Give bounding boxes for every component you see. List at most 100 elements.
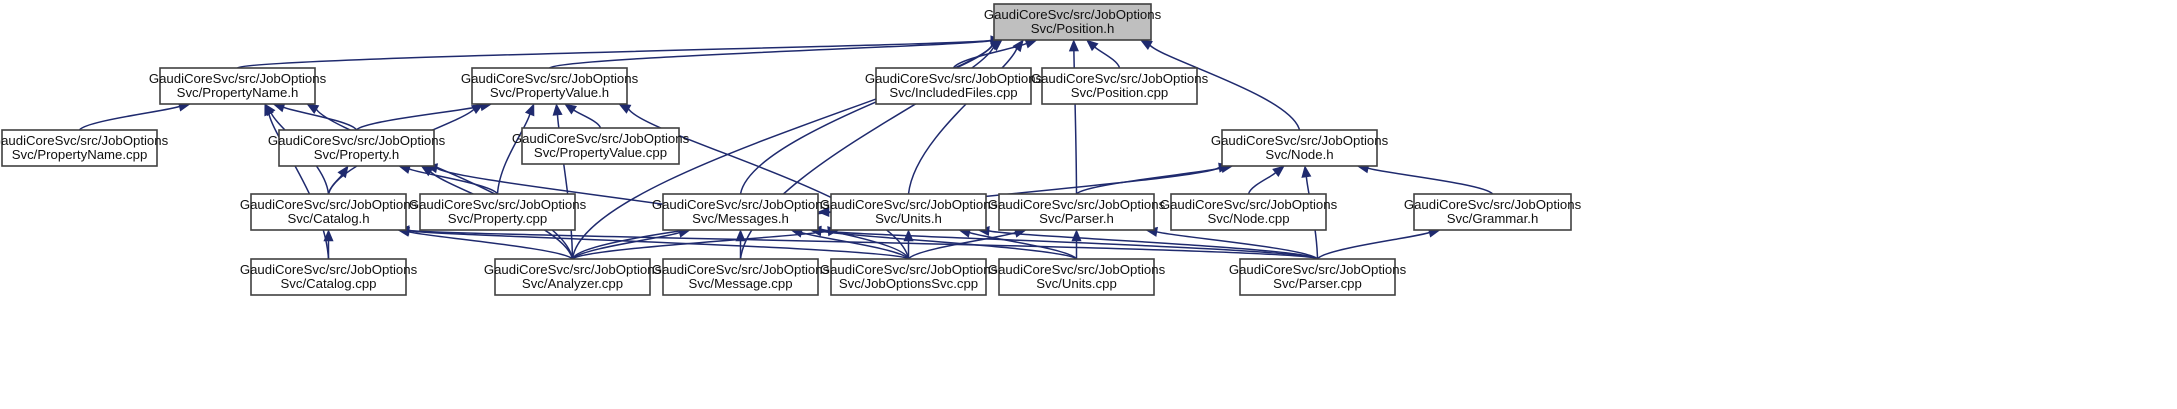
node-box[interactable] [662,258,819,296]
graph-node-position-cpp[interactable]: GaudiCoreSvc/src/JobOptionsSvc/Position.… [1031,67,1209,105]
dependency-edge [1367,167,1494,195]
dependency-arrowhead [264,103,274,117]
node-box[interactable] [998,193,1155,231]
dependency-edge [236,39,992,69]
node-box[interactable] [250,258,407,296]
node-label-line2: Svc/PropertyValue.cpp [534,145,667,160]
dependency-edge [355,105,482,131]
graph-node-propertyvalue-h[interactable]: GaudiCoreSvc/src/JobOptionsSvc/PropertyV… [461,67,639,105]
graph-node-parser-cpp[interactable]: GaudiCoreSvc/src/JobOptionsSvc/Parser.cp… [1229,258,1407,296]
node-label-line1: GaudiCoreSvc/src/JobOptions [652,197,830,212]
dependency-arrowhead [1301,165,1312,178]
node-label-line2: Svc/Position.h [1031,21,1115,36]
dependency-arrowhead [323,229,334,242]
node-label-line2: Svc/Units.h [875,211,942,226]
graph-node-propertyname-h[interactable]: GaudiCoreSvc/src/JobOptionsSvc/PropertyN… [149,67,327,105]
node-label-line1: GaudiCoreSvc/src/JobOptions [240,197,418,212]
node-layer: GaudiCoreSvc/src/JobOptions Svc/Position.… [0,3,1582,296]
node-box[interactable] [1170,193,1327,231]
dependency-arrowhead [337,165,349,179]
node-label-line1: GaudiCoreSvc/src/JobOptions [512,131,690,146]
node-box[interactable] [1413,193,1572,231]
node-label-line2: Svc/Catalog.h [287,211,369,226]
graph-node-node-cpp[interactable]: GaudiCoreSvc/src/JobOptionsSvc/Node.cpp [1160,193,1338,231]
node-box[interactable] [1041,67,1198,105]
node-label-line2: Svc/PropertyValue.h [490,85,609,100]
node-box[interactable] [521,127,680,165]
dependency-arrowhead [990,39,1003,52]
node-label-line1: GaudiCoreSvc/src/JobOptions [1160,197,1338,212]
dependency-arrowhead [1086,39,1099,52]
dependency-edge [573,109,602,129]
node-label-line1: GaudiCoreSvc/src/JobOptions [0,133,169,148]
node-box[interactable] [998,258,1155,296]
graph-node-catalog-h[interactable]: GaudiCoreSvc/src/JobOptionsSvc/Catalog.h [240,193,418,231]
node-label-line1: GaudiCoreSvc/src/JobOptions [461,71,639,86]
dependency-edge [408,231,574,260]
dependency-edge [1316,231,1430,260]
node-box[interactable] [993,3,1152,41]
dependency-arrowhead [1139,39,1153,50]
graph-node-node-h[interactable]: GaudiCoreSvc/src/JobOptionsSvc/Node.h [1211,129,1389,167]
dependency-arrowhead [1071,229,1082,242]
node-box[interactable] [830,193,987,231]
graph-node-analyzer-cpp[interactable]: GaudiCoreSvc/src/JobOptionsSvc/Analyzer.… [484,258,662,296]
graph-node-catalog-cpp[interactable]: GaudiCoreSvc/src/JobOptionsSvc/Catalog.c… [240,258,418,296]
dependency-edge [1156,231,1319,260]
graph-node-property-cpp[interactable]: GaudiCoreSvc/src/JobOptionsSvc/Property.… [409,193,587,231]
dependency-arrowhead [1012,39,1024,53]
dependency-arrowhead [618,103,632,114]
node-box[interactable] [278,129,435,167]
graph-node-messages-h[interactable]: GaudiCoreSvc/src/JobOptionsSvc/Messages.… [652,193,830,231]
node-label-line1: GaudiCoreSvc/src/JobOptions [409,197,587,212]
dependency-edge [1247,172,1277,195]
node-label-line2: Svc/IncludedFiles.cpp [889,85,1017,100]
graph-node-position-h[interactable]: GaudiCoreSvc/src/JobOptionsSvc/Position.… [984,3,1162,41]
graph-node-parser-h[interactable]: GaudiCoreSvc/src/JobOptionsSvc/Parser.h [988,193,1166,231]
dependency-edge [907,231,1016,260]
node-box[interactable] [494,258,651,296]
node-box[interactable] [250,193,407,231]
node-label-line2: Svc/Node.cpp [1207,211,1289,226]
dependency-edge [988,230,1319,260]
graph-node-property-h[interactable]: GaudiCoreSvc/src/JobOptionsSvc/Property.… [268,129,446,167]
dependency-edge [409,168,499,195]
graph-node-units-cpp[interactable]: GaudiCoreSvc/src/JobOptionsSvc/Units.cpp [988,258,1166,296]
node-label-line1: GaudiCoreSvc/src/JobOptions [820,262,998,277]
node-label-line1: GaudiCoreSvc/src/JobOptions [988,197,1166,212]
node-label-line1: GaudiCoreSvc/src/JobOptions [988,262,1166,277]
dependency-edge [1149,44,1301,131]
node-box[interactable] [1,129,158,167]
dependency-edge [283,106,358,131]
node-label-line2: Svc/Parser.cpp [1273,276,1362,291]
graph-node-joboptionssvc-cpp[interactable]: GaudiCoreSvc/src/JobOptionsSvc/JobOption… [820,258,998,296]
node-box[interactable] [159,67,316,105]
dependency-edge [408,229,910,260]
node-label-line1: GaudiCoreSvc/src/JobOptions [1031,71,1209,86]
node-label-line2: Svc/Grammar.h [1447,211,1539,226]
node-box[interactable] [662,193,819,231]
node-box[interactable] [830,258,987,296]
graph-node-propertyname-cpp[interactable]: GaudiCoreSvc/src/JobOptionsSvc/PropertyN… [0,129,169,167]
dependency-edge [1073,50,1078,195]
dependency-edge [327,174,343,195]
graph-node-grammar-h[interactable]: GaudiCoreSvc/src/JobOptionsSvc/Grammar.h [1404,193,1582,231]
graph-node-includedfiles-cpp[interactable]: GaudiCoreSvc/src/JobOptionsSvc/IncludedF… [865,67,1043,105]
dependency-edge [78,105,180,131]
graph-node-units-h[interactable]: GaudiCoreSvc/src/JobOptionsSvc/Units.h [820,193,998,231]
graph-node-propertyvalue-cpp[interactable]: GaudiCoreSvc/src/JobOptionsSvc/PropertyV… [512,127,690,165]
dependency-edge [820,229,1319,260]
node-box[interactable] [1221,129,1378,167]
node-box[interactable] [875,67,1032,105]
dependency-edge [820,230,1078,260]
node-box[interactable] [1239,258,1396,296]
node-box[interactable] [471,67,628,105]
node-box[interactable] [419,193,576,231]
node-label-line2: Svc/Parser.h [1039,211,1114,226]
graph-node-message-cpp[interactable]: GaudiCoreSvc/src/JobOptionsSvc/Message.c… [652,258,830,296]
node-label-line2: Svc/Catalog.cpp [280,276,376,291]
dependency-edge [496,113,531,195]
dependency-arrowhead [306,103,320,115]
